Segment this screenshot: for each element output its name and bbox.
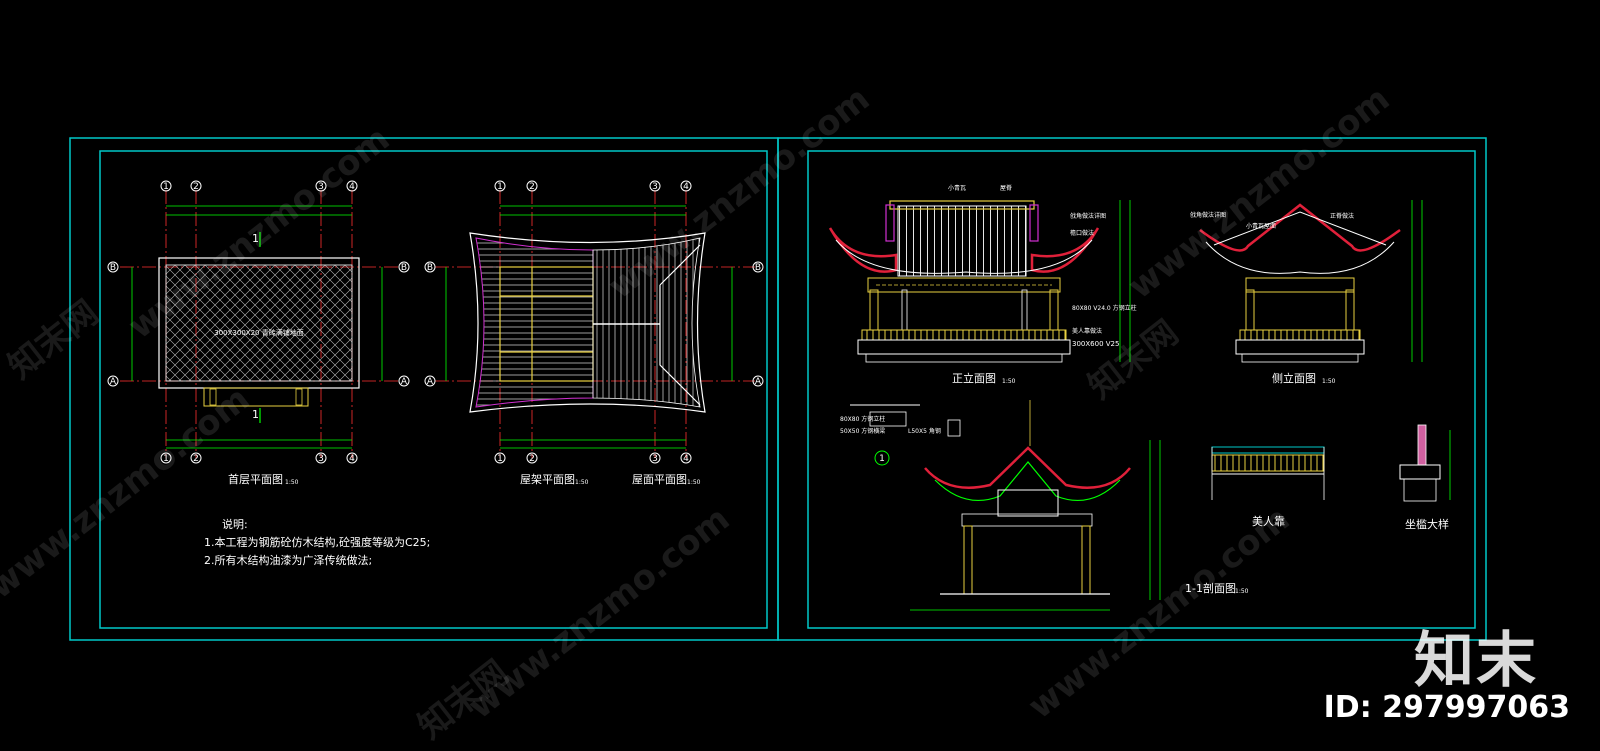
- front-tag-3: 戗角做法详图: [1070, 212, 1106, 220]
- joint-detail: 80X80 方钢立柱 50X50 方钢横梁 L50X5 角钢: [840, 404, 961, 437]
- asset-id-label: ID: 297997063: [1323, 690, 1570, 725]
- left-sheet: 300X300X20 青砖满铺地面 1 1 1 2 3 4 1 2: [69, 137, 779, 641]
- axis-label-4-bottom: 4: [349, 454, 355, 464]
- notes-item-1: 1.本工程为钢筋砼仿木结构,砼强度等级为C25;: [204, 535, 430, 549]
- watermark-text-2: www.znzmo.com: [601, 79, 877, 307]
- axis-label-3: 3: [318, 182, 324, 192]
- roof-plan-scale: 1:50: [687, 479, 701, 486]
- floor-plan-title: 首层平面图: [228, 472, 283, 486]
- axis-label-2-bottom: 2: [193, 454, 199, 464]
- floor-plan-scale: 1:50: [285, 479, 299, 486]
- bench-detail-title: 坐槛大样: [1405, 517, 1449, 531]
- roof-axis-2-bottom: 2: [529, 454, 535, 464]
- roof-axis-3-bottom: 3: [652, 454, 658, 464]
- front-tag-2: 屋脊: [1000, 184, 1012, 192]
- roof-axis-a-right: A: [755, 377, 762, 387]
- side-elevation: 戗角做法详图 正脊做法 小青瓦屋面 侧立面图 1:50: [1190, 200, 1423, 385]
- section-scale: 1:50: [1235, 588, 1249, 595]
- roof-axis-bubbles: 1 2 3 4 1 2 3 4 B A B: [424, 180, 764, 464]
- detail-tag-2: 50X50 方钢横梁: [840, 427, 885, 435]
- notes-heading: 说明:: [222, 517, 248, 531]
- right-sheet: 小青瓦 屋脊 戗角做法详图 檐口做法 80X80 V24.0 方钢立柱 美人靠做…: [777, 137, 1487, 641]
- watermark-text-3: www.znzmo.com: [1121, 79, 1397, 307]
- bench-back-elevation: 美人靠: [1211, 446, 1325, 528]
- axis-label-3-bottom: 3: [318, 454, 324, 464]
- roof-axis-1: 1: [497, 182, 503, 192]
- section-mark-top: 1: [252, 232, 259, 245]
- roof-axis-b-left: B: [427, 263, 433, 273]
- section-mark-circle: 1: [879, 454, 885, 464]
- roof-outline: [469, 232, 706, 413]
- axis-label-4: 4: [349, 182, 355, 192]
- floor-hatch-area: [165, 264, 353, 382]
- front-tag-7: 300X600 V25: [1072, 340, 1119, 348]
- axis-label-a-left: A: [110, 377, 117, 387]
- notes-item-2: 2.所有木结构油漆为广泽传统做法;: [204, 553, 372, 567]
- floor-fill-label: 300X300X20 青砖满铺地面: [214, 328, 303, 337]
- roof-axis-1-bottom: 1: [497, 454, 503, 464]
- roof-axis-4-bottom: 4: [683, 454, 689, 464]
- side-elevation-title: 侧立面图: [1272, 371, 1316, 385]
- front-tag-6: 美人靠做法: [1072, 327, 1102, 335]
- brand-logo: 知末: [1414, 626, 1538, 696]
- section-1-1: 1 1-1剖面图 1:50: [874, 400, 1249, 611]
- right-sheet-outer-frame: [777, 137, 1487, 641]
- front-tag-4: 檐口做法: [1070, 229, 1094, 237]
- design-notes: 说明: 1.本工程为钢筋砼仿木结构,砼强度等级为C25; 2.所有木结构油漆为广…: [204, 517, 430, 567]
- roof-axis-a-left: A: [427, 377, 434, 387]
- front-elevation-scale: 1:50: [1002, 378, 1016, 385]
- side-tag-1: 戗角做法详图: [1190, 211, 1226, 219]
- bench-back-title: 美人靠: [1252, 514, 1285, 528]
- roof-axis-2: 2: [529, 182, 535, 192]
- axis-label-1-bottom: 1: [163, 454, 169, 464]
- side-tag-2: 正脊做法: [1330, 212, 1354, 220]
- front-tag-1: 小青瓦: [948, 184, 966, 192]
- front-elevation: 小青瓦 屋脊 戗角做法详图 檐口做法 80X80 V24.0 方钢立柱 美人靠做…: [828, 184, 1137, 385]
- side-tag-3: 小青瓦屋面: [1246, 222, 1276, 230]
- right-sheet-inner-frame: [807, 150, 1476, 629]
- roof-axis-3: 3: [652, 182, 658, 192]
- axis-label-a-right: A: [401, 377, 408, 387]
- roof-axis-4: 4: [683, 182, 689, 192]
- floor-plan: 300X300X20 青砖满铺地面 1 1 1 2 3 4 1 2: [107, 180, 410, 486]
- axis-bubbles-bottom: 1 2 3 4: [160, 452, 358, 464]
- watermark-text-4: www.znzmo.com: [0, 379, 257, 607]
- detail-tag-3: L50X5 角钢: [908, 427, 941, 435]
- axis-label-b-left: B: [110, 263, 116, 273]
- roof-plans: 1 2 3 4 1 2 3 4 B A B: [424, 180, 764, 486]
- roof-frame-plan-title: 屋架平面图: [520, 473, 575, 486]
- watermark-overlay: www.znzmo.com www.znzmo.com www.znzmo.co…: [0, 79, 1397, 747]
- roof-frame-plan-scale: 1:50: [575, 479, 589, 486]
- bench-detail: 坐槛大样: [1399, 424, 1451, 531]
- roof-plan-title: 屋面平面图: [632, 473, 687, 486]
- axis-bubbles-top: 1 2 3 4: [160, 180, 358, 192]
- front-elevation-title: 正立面图: [952, 371, 996, 385]
- axis-label-b-right: B: [401, 263, 407, 273]
- axis-bubbles-side: B A B A: [107, 261, 410, 387]
- axis-label-2: 2: [193, 182, 199, 192]
- axis-label-1: 1: [163, 182, 169, 192]
- left-sheet-inner-frame: [99, 150, 768, 629]
- detail-tag-1: 80X80 方钢立柱: [840, 415, 885, 423]
- watermark-brand-1: 知末网: [1, 293, 106, 387]
- watermark-text-6: www.znzmo.com: [1021, 499, 1297, 727]
- section-mark-bottom: 1: [252, 408, 259, 421]
- roof-axis-b-right: B: [755, 263, 761, 273]
- section-title: 1-1剖面图: [1185, 581, 1236, 595]
- watermark-brand-3: 知末网: [1081, 313, 1186, 407]
- front-tag-5: 80X80 V24.0 方钢立柱: [1072, 304, 1137, 312]
- side-elevation-scale: 1:50: [1322, 378, 1336, 385]
